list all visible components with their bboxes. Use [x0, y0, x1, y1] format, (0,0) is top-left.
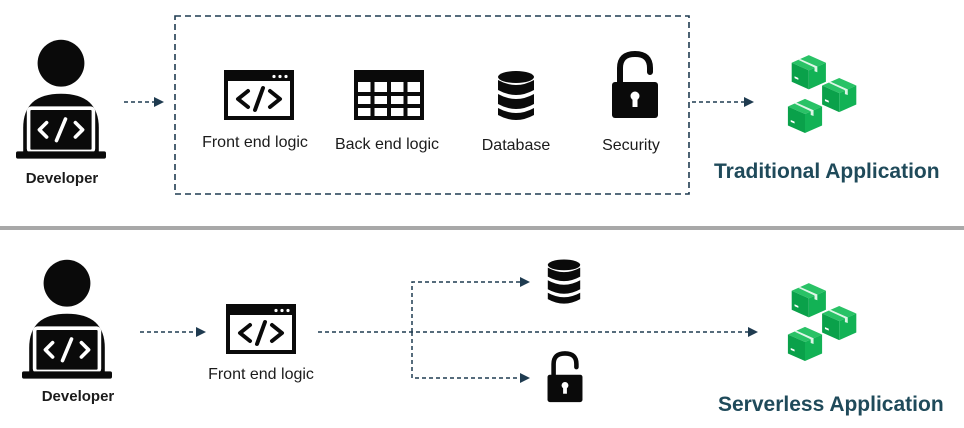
component-label-frontend: Front end logic: [202, 134, 308, 151]
component-label-security: Security: [602, 137, 660, 154]
stacked-boxes-icon: [788, 283, 856, 361]
backend-stack-boundary: [174, 15, 690, 195]
code-window-icon: [224, 70, 294, 120]
traditional-section: [16, 15, 856, 195]
section-divider: [0, 226, 964, 230]
database-icon: [547, 259, 581, 304]
serverless-section: [22, 258, 856, 403]
arrow-to-database-service: [411, 277, 530, 332]
unlocked-padlock-icon: [612, 54, 658, 118]
frontend-label: Front end logic: [208, 366, 314, 383]
serverless-application-title: Serverless Application: [718, 393, 944, 416]
component-label-backend: Back end logic: [334, 136, 440, 153]
component-label-database: Database: [481, 137, 551, 154]
unlocked-padlock-icon: [548, 353, 583, 402]
stacked-boxes-icon: [788, 55, 856, 133]
arrow-to-security-service: [411, 332, 530, 383]
developer-icon: [22, 258, 112, 381]
database-icon: [498, 71, 534, 120]
table-grid-icon: [354, 70, 424, 120]
developer-label: Developer: [25, 170, 99, 187]
developer-label: Developer: [41, 388, 115, 405]
traditional-application-title: Traditional Application: [714, 160, 940, 183]
code-window-icon: [226, 304, 296, 354]
developer-icon: [16, 38, 106, 161]
